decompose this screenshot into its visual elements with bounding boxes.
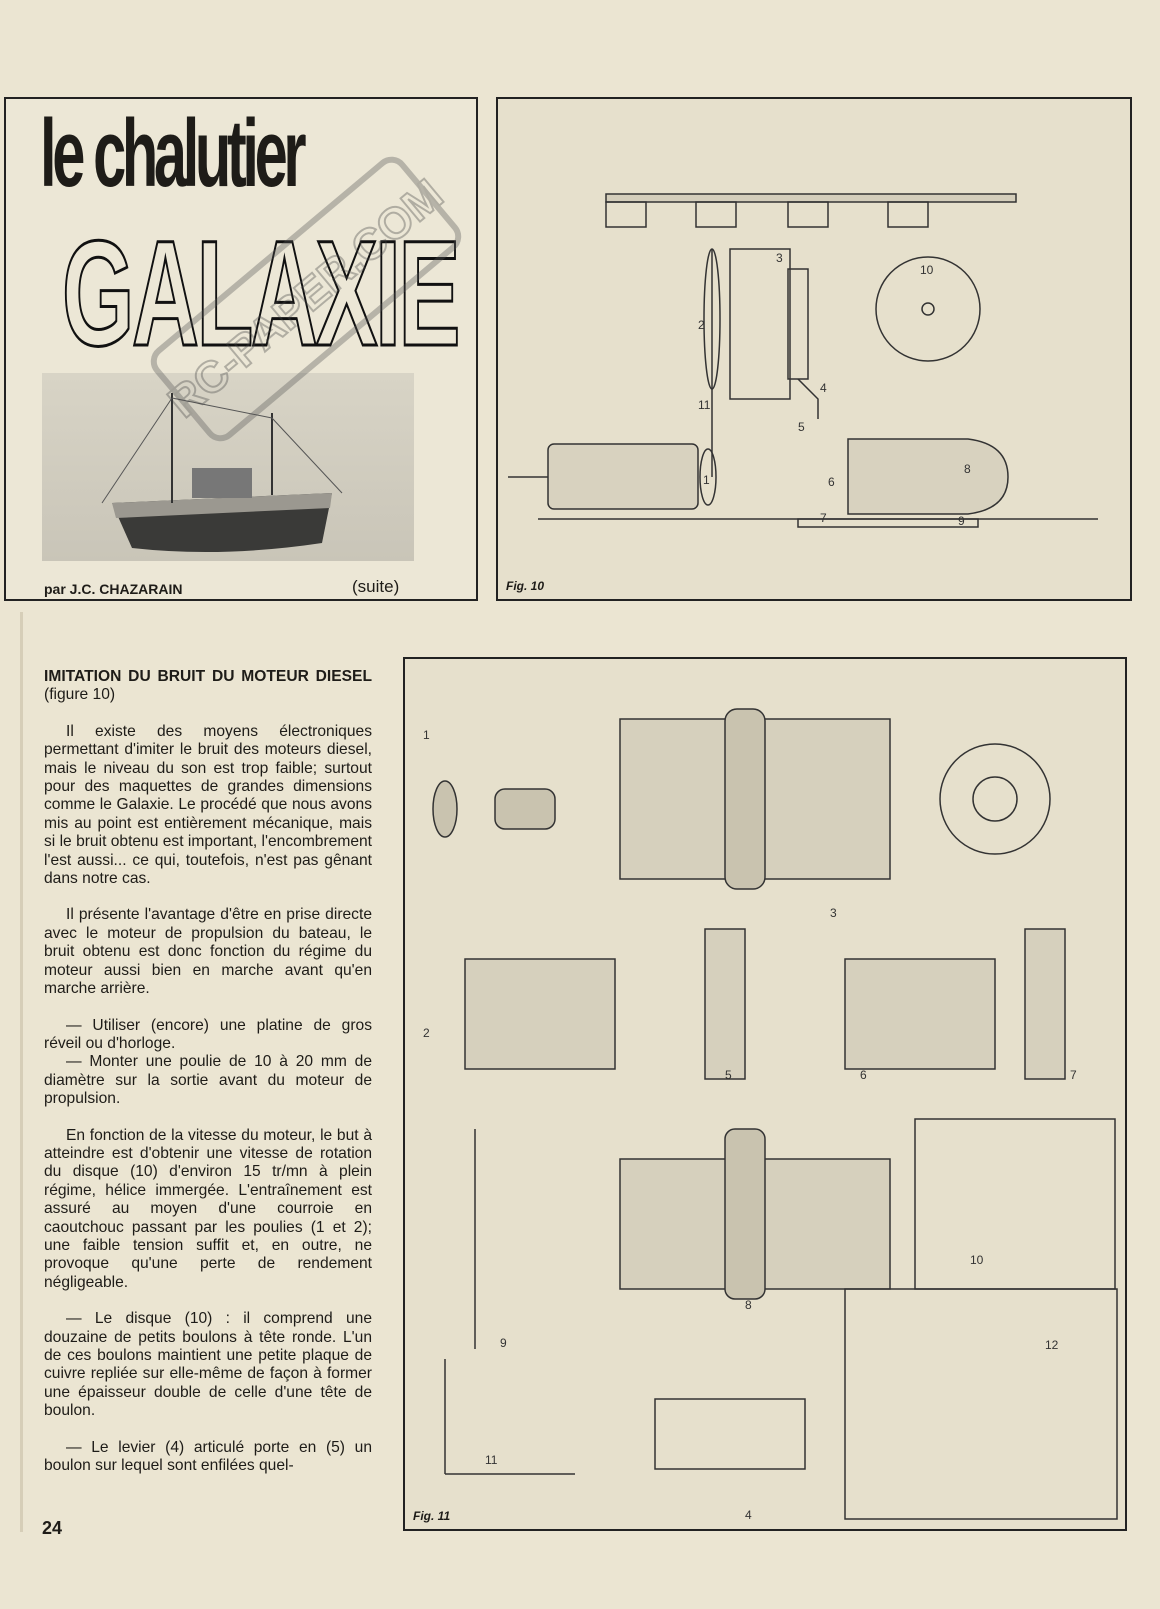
callout-1: 1: [423, 728, 430, 742]
callout-10: 10: [920, 263, 934, 277]
continued-label: (suite): [352, 577, 400, 596]
title-line-2: GALAXIE: [61, 209, 461, 377]
author-byline: par J.C. CHAZARAIN: [44, 581, 183, 597]
paragraph: Il existe des moyens électroniques perme…: [44, 722, 373, 888]
callout-4: 4: [820, 381, 827, 395]
paragraph: — Le disque (10) : il comprend une douza…: [44, 1310, 372, 1420]
article-text: IMITATION DU BRUIT DU MOTEUR DIESEL (fig…: [44, 668, 372, 1493]
svg-text:RC-PAPER.COM: RC-PAPER.COM: [159, 170, 452, 427]
column-rule: [20, 612, 23, 1532]
section-heading-ref: (figure 10): [44, 686, 116, 704]
callout-3: 3: [830, 906, 837, 920]
callout-8: 8: [745, 1298, 752, 1312]
paragraph: En fonction de la vitesse du moteur, le …: [44, 1126, 372, 1291]
callout-2: 2: [423, 1026, 430, 1040]
callout-5: 5: [798, 420, 805, 434]
callout-2: 2: [698, 318, 705, 332]
callout-7: 7: [1070, 1068, 1077, 1082]
figure-10: 1 2 3 4 5 6 7 8 9 10 11 Fig. 10: [496, 97, 1132, 601]
callout-11: 11: [485, 1453, 498, 1467]
callout-6: 6: [860, 1068, 867, 1082]
callout-9: 9: [958, 514, 965, 528]
paragraph: — Utiliser (encore) une platine de gros …: [44, 1016, 372, 1052]
paragraph: — Monter une poulie de 10 à 20 mm de dia…: [44, 1053, 372, 1108]
callout-3: 3: [776, 251, 783, 265]
callout-7: 7: [820, 511, 827, 525]
callout-11: 11: [698, 398, 711, 412]
section-heading: IMITATION DU BRUIT DU MOTEUR DIESEL: [44, 668, 372, 685]
figure-11-label: Fig. 11: [413, 1509, 451, 1523]
title-block: le chalutier GALAXIE RC-PAPER.COM par J.…: [4, 97, 478, 601]
callout-4: 4: [745, 1508, 752, 1522]
callout-6: 6: [828, 475, 835, 489]
callout-8: 8: [964, 462, 971, 476]
callout-12: 12: [1045, 1338, 1059, 1352]
page-number: 24: [42, 1518, 63, 1538]
figure-11: 1 2 3 4 5 6 7 8 9 10 11 12 Fig. 11: [403, 657, 1127, 1531]
figure-10-label: Fig. 10: [506, 579, 545, 593]
callout-10: 10: [970, 1253, 984, 1267]
trawler-photo: [42, 373, 414, 561]
callout-9: 9: [500, 1336, 507, 1350]
watermark-stamp: RC-PAPER.COM: [150, 156, 462, 442]
callout-1: 1: [703, 473, 710, 487]
callout-5: 5: [725, 1068, 732, 1082]
paragraph: — Le levier (4) articulé porte en (5) un…: [44, 1438, 372, 1475]
paragraph: Il présente l'avantage d'être en prise d…: [44, 906, 372, 998]
title-line-1: le chalutier: [40, 100, 307, 207]
